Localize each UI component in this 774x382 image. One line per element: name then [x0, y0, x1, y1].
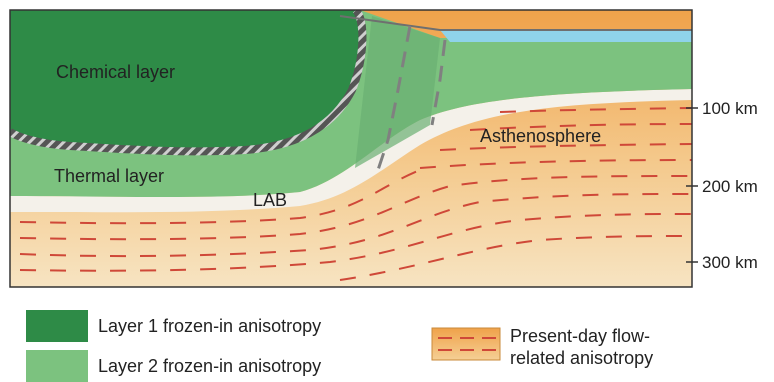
- legend-swatch-layer1: [26, 310, 88, 342]
- chemical-layer-label: Chemical layer: [56, 62, 175, 82]
- legend-label-flow-line2: related anisotropy: [510, 348, 653, 368]
- legend-swatch-flow: [432, 328, 500, 360]
- ocean-layer: [440, 30, 692, 42]
- depth-label-200: 200 km: [702, 177, 758, 196]
- depth-label-300: 300 km: [702, 253, 758, 272]
- lab-label: LAB: [253, 190, 287, 210]
- legend-swatch-layer2: [26, 350, 88, 382]
- legend-label-layer2: Layer 2 frozen-in anisotropy: [98, 356, 321, 376]
- legend-label-layer1: Layer 1 frozen-in anisotropy: [98, 316, 321, 336]
- legend: Layer 1 frozen-in anisotropy Layer 2 fro…: [26, 310, 653, 382]
- depth-label-100: 100 km: [702, 99, 758, 118]
- legend-label-flow-line1: Present-day flow-: [510, 326, 650, 346]
- asthenosphere-label: Asthenosphere: [480, 126, 601, 146]
- thermal-layer-label: Thermal layer: [54, 166, 164, 186]
